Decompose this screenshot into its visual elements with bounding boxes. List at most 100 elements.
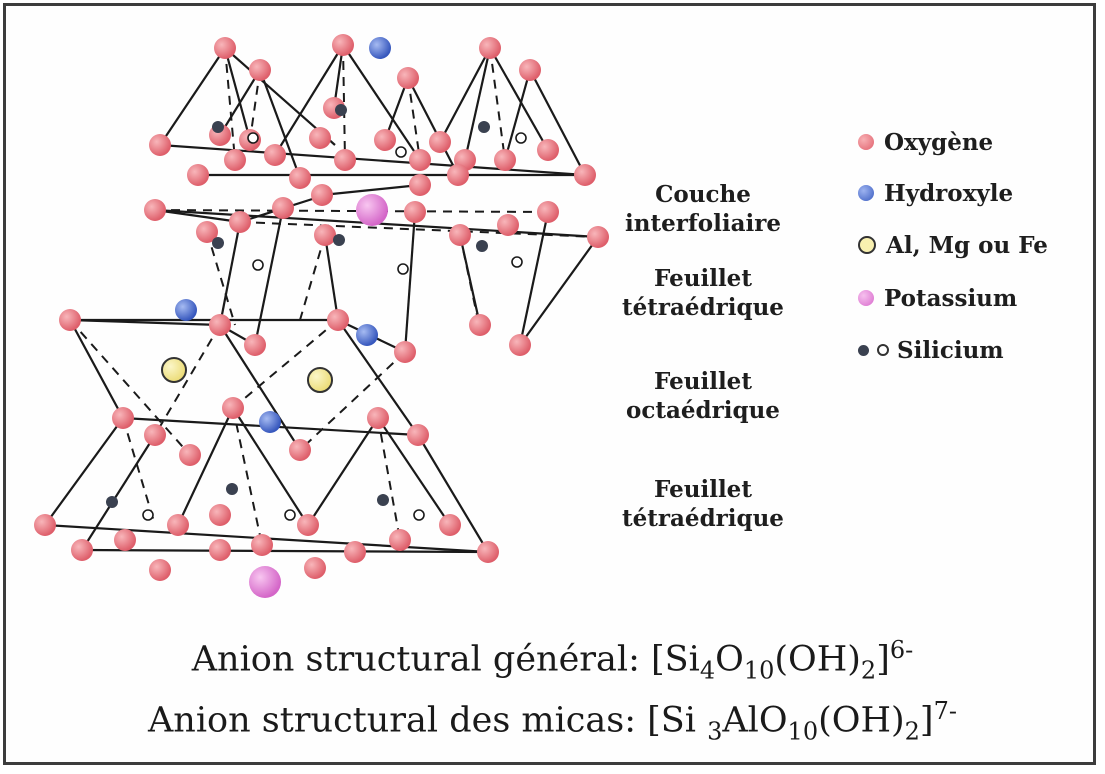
oxygen-sphere-icon xyxy=(858,134,874,150)
layer-label-tetrahedral-top: Feuillet tétraédrique xyxy=(618,264,788,322)
oxygen-atom xyxy=(251,534,273,556)
bond-line xyxy=(159,143,586,177)
oxygen-atom xyxy=(394,341,416,363)
oxygen-atom xyxy=(439,514,461,536)
oxygen-atom xyxy=(289,167,311,189)
oxygen-atom xyxy=(209,539,231,561)
bond-line xyxy=(383,77,410,141)
oxygen-atom xyxy=(334,149,356,171)
layer-label-octahedral: Feuillet octaédrique xyxy=(618,367,788,425)
bond-line xyxy=(69,319,124,419)
oxygen-atom xyxy=(112,407,134,429)
bond-dashed-line xyxy=(69,319,191,456)
layer-label-line: Feuillet octaédrique xyxy=(626,368,780,424)
potassium-sphere-icon xyxy=(858,290,874,306)
oxygen-atom xyxy=(209,504,231,526)
formula-subscript: 2 xyxy=(904,717,920,746)
formula-text: O xyxy=(715,639,744,680)
silicon-atom-hollow xyxy=(252,259,264,271)
bond-line xyxy=(458,234,482,326)
oxygen-atom xyxy=(449,224,471,246)
silicon-atom-filled xyxy=(333,234,345,246)
silicon-atom-hollow xyxy=(515,132,527,144)
bond-line xyxy=(232,407,309,526)
bond-line xyxy=(529,69,586,176)
oxygen-atom xyxy=(187,164,209,186)
bond-line xyxy=(519,236,599,346)
oxygen-atom xyxy=(297,514,319,536)
bond-dashed-line xyxy=(154,324,221,436)
bond-dashed-line xyxy=(239,221,599,238)
oxygen-atom xyxy=(222,397,244,419)
formula-general: Anion structural général: [Si4O10(OH)2]6… xyxy=(0,636,1105,685)
oxygen-atom xyxy=(179,444,201,466)
legend-potassium: Potassium xyxy=(858,283,1017,313)
oxygen-atom xyxy=(71,539,93,561)
formula-text: (OH) xyxy=(818,700,905,741)
legend-oxygen: Oxygène xyxy=(858,127,993,157)
oxygen-atom xyxy=(469,314,491,336)
oxygen-atom xyxy=(144,424,166,446)
bond-line xyxy=(321,183,421,197)
oxygen-atom xyxy=(59,309,81,331)
oxygen-atom xyxy=(537,201,559,223)
bond-line xyxy=(403,211,417,353)
bond-line xyxy=(69,318,221,327)
bond-line xyxy=(253,207,285,346)
formula-subscript: 10 xyxy=(743,656,775,685)
al-mg-fe-ring-icon xyxy=(858,236,876,254)
hydroxyl-atom xyxy=(175,299,197,321)
bond-line xyxy=(518,211,550,346)
formula-mica: Anion structural des micas: [Si 3AlO10(O… xyxy=(0,697,1105,746)
hydroxyl-atom xyxy=(356,324,378,346)
bond-dashed-line xyxy=(407,77,421,161)
silicon-atom-filled xyxy=(478,121,490,133)
oxygen-atom xyxy=(497,214,519,236)
oxygen-atom xyxy=(264,144,286,166)
oxygen-atom xyxy=(244,334,266,356)
oxygen-atom xyxy=(327,309,349,331)
oxygen-atom xyxy=(479,37,501,59)
oxygen-atom xyxy=(214,37,236,59)
hydroxyl-sphere-icon xyxy=(858,185,874,201)
oxygen-atom xyxy=(389,529,411,551)
oxygen-atom xyxy=(289,439,311,461)
oxygen-atom xyxy=(167,514,189,536)
silicon-atom-filled xyxy=(212,237,224,249)
bond-dashed-line xyxy=(224,47,236,161)
al-mg-fe-atom xyxy=(307,367,333,393)
bond-line xyxy=(323,234,340,321)
silicon-atom-hollow xyxy=(413,509,425,521)
oxygen-atom xyxy=(144,199,166,221)
silicon-atom-hollow xyxy=(247,132,259,144)
silicon-atom-filled xyxy=(335,104,347,116)
bond-line xyxy=(274,44,344,156)
formula-subscript: 10 xyxy=(787,717,819,746)
silicon-atom-filled xyxy=(476,240,488,252)
silicon-atom-filled xyxy=(226,483,238,495)
oxygen-atom xyxy=(304,557,326,579)
bond-dashed-line xyxy=(342,44,346,161)
formula-subscript: 2 xyxy=(860,656,877,685)
bond-line xyxy=(159,47,226,146)
silicon-atom-filled xyxy=(377,494,389,506)
oxygen-atom xyxy=(229,211,251,233)
oxygen-atom xyxy=(114,529,136,551)
bond-dashed-line xyxy=(154,209,549,213)
hydroxyl-atom xyxy=(369,37,391,59)
legend-hydroxyl: Hydroxyle xyxy=(858,178,1013,208)
formula-text: ] xyxy=(876,639,890,680)
silicon-dot-filled-icon xyxy=(858,344,869,356)
bond-line xyxy=(503,69,532,161)
oxygen-atom xyxy=(574,164,596,186)
oxygen-atom xyxy=(149,559,171,581)
formula-charge: 7- xyxy=(933,697,957,725)
formula-subscript: 4 xyxy=(699,656,716,685)
legend-label: Al, Mg ou Fe xyxy=(886,231,1048,259)
silicon-atom-hollow xyxy=(284,509,296,521)
layer-label-tetrahedral-bottom: Feuillet tétraédrique xyxy=(618,475,788,533)
bond-dashed-line xyxy=(206,231,236,326)
bond-line xyxy=(463,47,492,161)
oxygen-atom xyxy=(249,59,271,81)
legend-label: Potassium xyxy=(884,284,1018,312)
